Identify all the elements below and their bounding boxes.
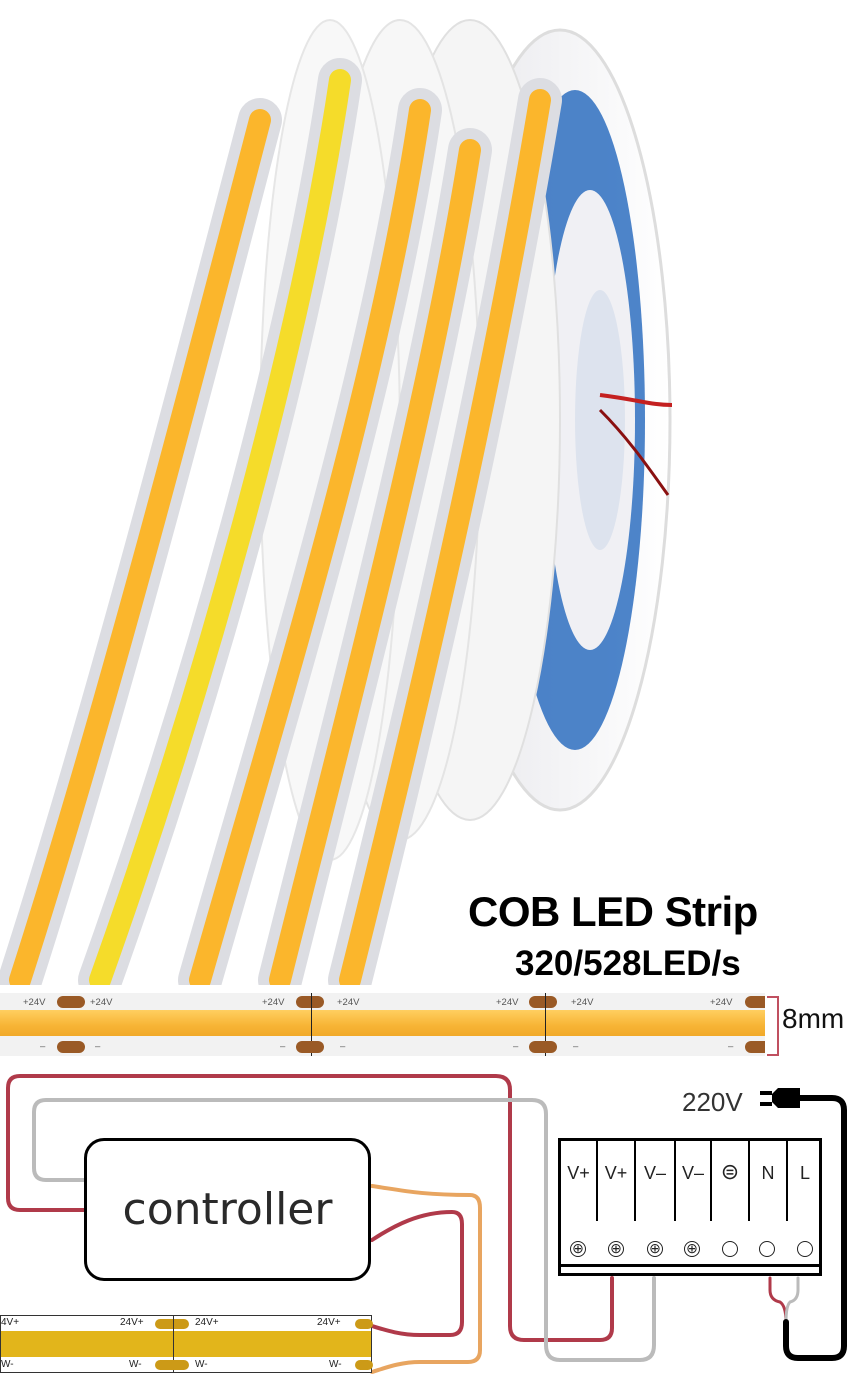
pad-label: +24V bbox=[337, 997, 360, 1008]
solder-pad bbox=[155, 1360, 189, 1370]
screw-icon: ⊕ bbox=[684, 1241, 700, 1257]
pad-label: 24V+ bbox=[317, 1317, 341, 1328]
terminal-neutral: N bbox=[750, 1141, 788, 1221]
pad-label: 24V+ bbox=[120, 1317, 144, 1328]
pad-label: +24V bbox=[262, 997, 285, 1008]
screw-icon: ⊕ bbox=[608, 1241, 624, 1257]
pad-label: – bbox=[728, 1041, 734, 1052]
pad-label: W- bbox=[1, 1359, 14, 1370]
screw-icon: ⊕ bbox=[570, 1241, 586, 1257]
solder-pad bbox=[529, 996, 557, 1008]
cob-led-band bbox=[1, 1331, 371, 1357]
pad-label: – bbox=[573, 1041, 579, 1052]
cut-line bbox=[173, 1316, 174, 1372]
terminal-base bbox=[558, 1264, 822, 1276]
pad-label: W- bbox=[129, 1359, 142, 1370]
pad-label: +24V bbox=[90, 997, 113, 1008]
screw-icon: ⊕ bbox=[647, 1241, 663, 1257]
terminal-v-plus-1: V+ bbox=[561, 1141, 598, 1221]
solder-pad bbox=[745, 1041, 765, 1053]
cob-led-band bbox=[0, 1010, 765, 1036]
solder-pad bbox=[355, 1319, 373, 1329]
strip-dimension-diagram: +24V +24V – – +24V +24V – – +24V +24V – … bbox=[0, 993, 765, 1056]
solder-pad bbox=[355, 1360, 373, 1370]
pad-label: 24V+ bbox=[195, 1317, 219, 1328]
terminal-live: L bbox=[799, 1163, 810, 1183]
terminal-v-plus-2: V+ bbox=[598, 1141, 636, 1221]
solder-pad bbox=[155, 1319, 189, 1329]
pad-label: 4V+ bbox=[1, 1317, 20, 1328]
led-strip-connected: 4V+ W- 24V+ 24V+ W- W- 24V+ W- bbox=[0, 1315, 373, 1373]
solder-pad bbox=[296, 996, 324, 1008]
width-bracket bbox=[767, 996, 779, 1056]
solder-pad bbox=[296, 1041, 324, 1053]
pad-label: W- bbox=[329, 1359, 342, 1370]
pad-label: +24V bbox=[23, 997, 46, 1008]
solder-pad bbox=[57, 996, 85, 1008]
solder-pad bbox=[57, 1041, 85, 1053]
pad-label: – bbox=[340, 1041, 346, 1052]
solder-pad bbox=[745, 996, 765, 1008]
pad-label: – bbox=[513, 1041, 519, 1052]
controller-box: controller bbox=[84, 1138, 371, 1281]
pad-label: +24V bbox=[571, 997, 594, 1008]
product-subtitle: 320/528LED/s bbox=[515, 944, 741, 983]
mains-voltage-label: 220V bbox=[682, 1087, 743, 1117]
power-supply-terminal-block: V+ V+ V– V– ⊜ N L ⊕ ⊕ ⊕ ⊕ bbox=[558, 1138, 822, 1276]
controller-label: controller bbox=[122, 1184, 333, 1235]
terminal-v-minus-1: V– bbox=[636, 1141, 676, 1221]
pad-label: – bbox=[95, 1041, 101, 1052]
solder-pad bbox=[529, 1041, 557, 1053]
screw-icon bbox=[797, 1241, 813, 1257]
product-title: COB LED Strip bbox=[468, 888, 758, 935]
product-photo bbox=[0, 19, 673, 985]
pad-label: +24V bbox=[496, 997, 519, 1008]
cut-line bbox=[311, 993, 312, 1056]
pad-label: – bbox=[40, 1041, 46, 1052]
screw-icon bbox=[759, 1241, 775, 1257]
pad-label: W- bbox=[195, 1359, 208, 1370]
terminal-v-minus-2: V– bbox=[676, 1141, 712, 1221]
power-plug-icon bbox=[760, 1088, 800, 1108]
width-dimension: 8mm bbox=[782, 1003, 845, 1034]
screw-icon bbox=[722, 1241, 738, 1257]
pad-label: – bbox=[280, 1041, 286, 1052]
pad-label: +24V bbox=[710, 997, 733, 1008]
ground-icon: ⊜ bbox=[712, 1141, 750, 1221]
cut-line bbox=[545, 993, 546, 1056]
